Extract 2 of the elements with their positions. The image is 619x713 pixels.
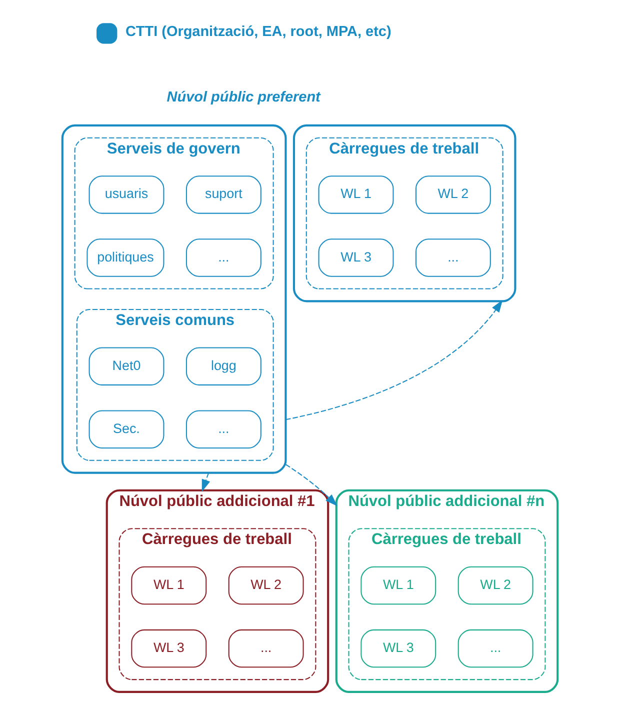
legend-label: CTTI (Organització, EA, root, MPA, etc) xyxy=(124,24,391,40)
label: Núvol públic preferent xyxy=(166,89,320,106)
